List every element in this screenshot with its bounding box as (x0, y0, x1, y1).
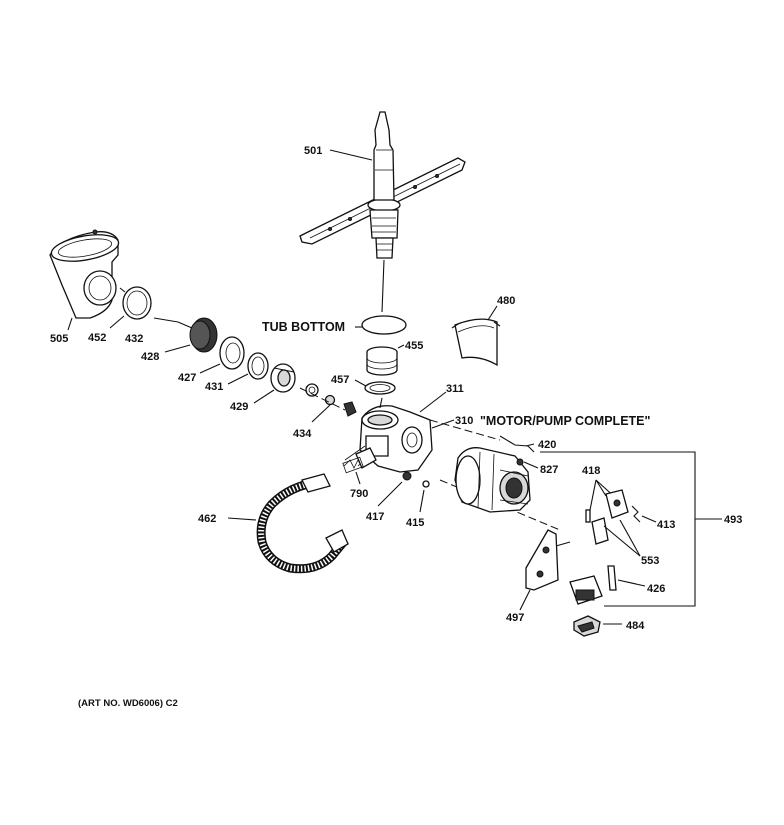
label-790: 790 (350, 488, 368, 500)
tub-bottom-ring (361, 315, 407, 335)
part-415 (422, 480, 430, 488)
label-310: 310 (455, 415, 473, 427)
spring-790 (342, 456, 364, 474)
label-455: 455 (405, 340, 423, 352)
label-420: 420 (538, 439, 556, 451)
rod-426 (607, 565, 617, 591)
label-415: 415 (406, 517, 424, 529)
label-427: 427 (178, 372, 196, 384)
label-505: 505 (50, 333, 68, 345)
motor-310 (454, 447, 531, 513)
part-484 (573, 615, 601, 637)
label-311: 311 (446, 383, 464, 395)
leader-501 (329, 149, 373, 161)
label-431: 431 (205, 381, 223, 393)
label-484: 484 (626, 620, 645, 632)
bracket-493 (540, 451, 696, 607)
seal-455 (366, 346, 398, 376)
label-497: 497 (506, 612, 524, 624)
label-501: 501 (304, 145, 322, 157)
clip-420 (499, 435, 535, 453)
art-number: (ART NO. WD6006) C2 (78, 698, 178, 709)
hose-462 (256, 473, 349, 574)
spray-arm-501 (299, 111, 466, 259)
impeller-428 (177, 317, 218, 353)
label-418: 418 (582, 465, 600, 477)
tub-bottom-callout: TUB BOTTOM (262, 320, 345, 334)
part-417 (402, 471, 412, 481)
label-426: 426 (647, 583, 665, 595)
motor-pump-callout: "MOTOR/PUMP COMPLETE" (480, 414, 651, 428)
cover-429 (270, 363, 296, 393)
ring-427 (219, 336, 245, 370)
clamp-452 (119, 286, 152, 320)
label-432: 432 (125, 333, 143, 345)
label-413: 413 (657, 519, 675, 531)
parts-434 (305, 383, 357, 417)
label-452: 452 (88, 332, 106, 344)
bracket-497 (525, 529, 571, 591)
label-434: 434 (293, 428, 312, 440)
label-457: 457 (331, 374, 349, 386)
solenoid (569, 575, 603, 605)
label-462: 462 (198, 513, 216, 525)
label-827: 827 (540, 464, 558, 476)
spring-413 (631, 505, 641, 523)
inlet-505 (49, 229, 120, 319)
gasket-431 (247, 352, 269, 380)
label-553: 553 (641, 555, 659, 567)
label-428: 428 (141, 351, 159, 363)
label-429: 429 (230, 401, 248, 413)
label-480: 480 (497, 295, 515, 307)
label-493: 493 (724, 514, 742, 526)
switch-418 (585, 489, 629, 545)
guard-480 (451, 318, 501, 367)
label-417: 417 (366, 511, 384, 523)
ring-457 (364, 381, 396, 395)
pump-housing-311 (344, 405, 433, 473)
